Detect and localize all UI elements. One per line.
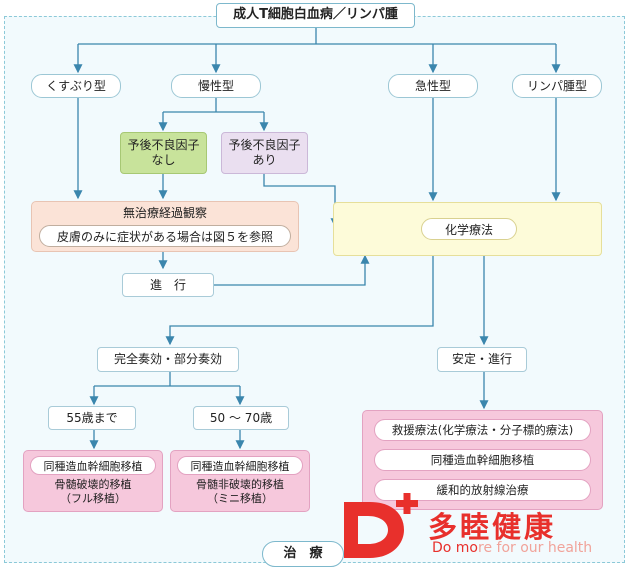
- logo-brand-name: 多睦健康: [428, 510, 557, 544]
- logo-tagline-strong: Do mo: [432, 540, 478, 556]
- type-lymphoma: リンパ腫型: [512, 74, 602, 98]
- prognosis-present-box: 予後不良因子 あり: [221, 132, 308, 174]
- transplant-full-title: 同種造血幹細胞移植: [30, 456, 156, 475]
- transplant-mini-sub2: （ミニ移植）: [207, 492, 273, 505]
- salvage-item-transplant: 同種造血幹細胞移植: [374, 449, 591, 471]
- age-under-55-box: 55歳まで: [48, 406, 136, 430]
- chemotherapy-label: 化学療法: [421, 218, 517, 240]
- progression-box: 進 行: [122, 273, 214, 297]
- prognosis-present-line2: あり: [252, 153, 277, 167]
- domo-logo-icon: [344, 493, 418, 558]
- skin-only-note: 皮膚のみに症状がある場合は図５を参照: [39, 225, 291, 247]
- transplant-full-sub2: （フル移植）: [60, 492, 126, 505]
- transplant-mini-title: 同種造血幹細胞移植: [177, 456, 303, 475]
- salvage-item-radiation: 緩和的放射線治療: [374, 479, 591, 501]
- diagram-title: 成人T細胞白血病／リンパ腫: [216, 3, 415, 28]
- treatment-footer-label: 治 療: [262, 541, 344, 567]
- age-50-70-box: 50 ～ 70歳: [193, 406, 289, 430]
- transplant-full-sub1: 骨髄破壊的移植: [54, 478, 132, 491]
- prognosis-none-line2: なし: [151, 153, 176, 167]
- prognosis-none-line1: 予後不良因子: [127, 138, 200, 152]
- watchful-waiting-title: 無治療経過観察: [122, 206, 207, 220]
- transplant-mini-sub1: 骨髄非破壊的移植: [196, 478, 284, 491]
- type-acute: 急性型: [388, 74, 478, 98]
- logo-tagline-light: re for our health: [478, 540, 593, 556]
- logo-tagline: Do more for our health: [432, 540, 592, 556]
- type-chronic: 慢性型: [171, 74, 261, 98]
- type-smoldering: くすぶり型: [31, 74, 121, 98]
- response-box: 完全奏効・部分奏効: [97, 347, 239, 372]
- stable-progress-box: 安定・進行: [437, 347, 527, 372]
- prognosis-present-line1: 予後不良因子: [228, 138, 301, 152]
- prognosis-none-box: 予後不良因子 なし: [120, 132, 207, 174]
- salvage-therapy-title: 救援療法(化学療法・分子標的療法): [374, 419, 591, 441]
